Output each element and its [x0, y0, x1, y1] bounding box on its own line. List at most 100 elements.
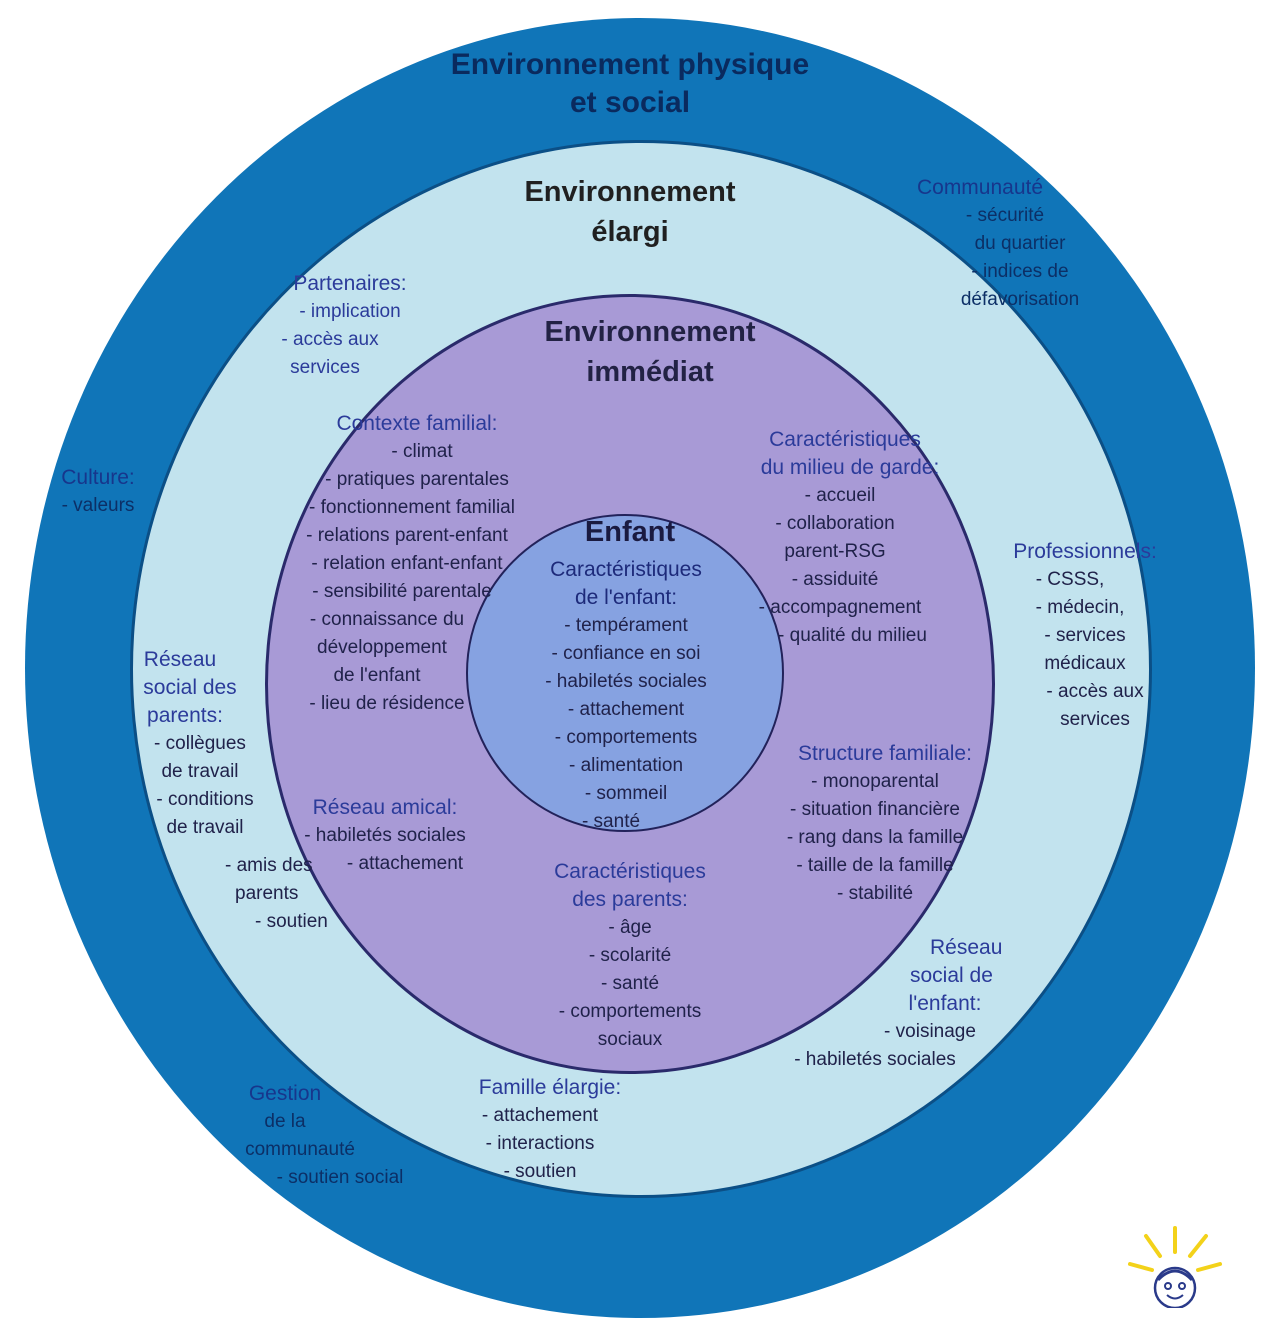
title-child: Enfant: [530, 514, 730, 550]
group-line: - voisinage: [884, 1021, 976, 1042]
group-communaute: Communauté - sécurité du quartier - indi…: [860, 174, 1180, 314]
title-line: élargi: [591, 216, 669, 248]
group-line: du quartier: [974, 233, 1066, 254]
group-line: - amis des: [225, 855, 313, 876]
group-line: - attachement: [346, 853, 464, 874]
group-line: - connaissance du: [309, 609, 465, 630]
group-line: développement: [317, 637, 447, 658]
group-heading: Réseau: [143, 648, 217, 671]
group-heading: Gestion: [248, 1082, 322, 1105]
title-line: et social: [569, 86, 691, 119]
group-line: - alimentation: [568, 755, 684, 776]
group-line: - rang dans la famille: [786, 827, 964, 848]
smiling-child-sun-icon: [1128, 1226, 1222, 1308]
group-heading: Réseau amical:: [312, 796, 458, 819]
group-line: défavorisation: [960, 289, 1080, 310]
group-line: - habiletés sociales: [304, 825, 466, 846]
title-line: immédiat: [586, 356, 714, 388]
group-line: social de: [910, 964, 993, 987]
group-famille-elargie: Famille élargie: - attachement - interac…: [430, 1074, 650, 1186]
group-structure-familiale: Structure familiale: - monoparental - si…: [760, 740, 990, 908]
group-line: médicaux: [1044, 653, 1126, 674]
ring-child: [466, 514, 784, 832]
group-reseau-parents: Réseau social des parents: - collègues d…: [115, 646, 328, 936]
group-line: - relations parent-enfant: [306, 525, 508, 546]
group-line: - sécurité: [965, 205, 1045, 226]
title-line: Enfant: [584, 516, 676, 548]
group-line: - climat: [391, 441, 453, 462]
group-line: - implication: [299, 301, 401, 322]
group-heading: Culture:: [61, 466, 135, 489]
group-child-characteristics: Caractéristiques de l'enfant: - tempéram…: [506, 556, 746, 836]
group-line: - scolarité: [588, 945, 672, 966]
group-line: - taille de la famille: [796, 855, 954, 876]
group-heading: Partenaires:: [293, 272, 407, 295]
group-reseau-amical: Réseau amical: - habiletés sociales - at…: [285, 794, 485, 878]
group-reseau-enfant: Réseau social de l'enfant: - voisinage -…: [760, 934, 1003, 1074]
title-extended: Environnement élargi: [470, 172, 790, 252]
group-line: - relation enfant-enfant: [311, 553, 503, 574]
group-line: - sommeil: [584, 783, 668, 804]
group-line: sociaux: [597, 1029, 663, 1050]
group-line: - tempérament: [564, 615, 688, 636]
group-line: social des: [143, 676, 237, 699]
group-line: - fonctionnement familial: [309, 497, 515, 518]
title-line: Environnement: [524, 176, 736, 208]
group-line: - santé: [581, 811, 641, 832]
group-professionnels: Professionnels: - CSSS, - médecin, - ser…: [990, 538, 1180, 734]
group-line: - santé: [600, 973, 660, 994]
group-line: - sensibilité parentale: [312, 581, 492, 602]
group-gestion: Gestion de la communauté - soutien socia…: [170, 1080, 470, 1192]
group-line: - confiance en soi: [551, 643, 701, 664]
group-line: - accompagnement: [758, 597, 922, 618]
group-heading: Réseau: [930, 936, 1003, 959]
group-line: - soutien: [255, 908, 328, 936]
group-line: - médecin,: [1035, 597, 1125, 618]
group-line: - soutien social: [276, 1167, 404, 1188]
group-line: [115, 842, 285, 852]
group-heading: Caractéristiques: [769, 428, 921, 451]
group-heading: Caractéristiques: [550, 558, 702, 581]
group-line: - services: [1044, 625, 1126, 646]
group-line: - qualité du milieu: [778, 625, 927, 646]
title-immediate: Environnement immédiat: [490, 312, 810, 392]
group-line: - attachement: [567, 699, 685, 720]
group-line: l'enfant:: [908, 992, 982, 1015]
group-line: du milieu de garde:: [760, 456, 940, 479]
group-line: services: [1060, 709, 1130, 730]
group-heading: Communauté: [916, 176, 1044, 199]
group-line: parent-RSG: [784, 541, 886, 562]
group-line: - accès aux: [281, 329, 379, 350]
group-partenaires: Partenaires: - implication - accès aux s…: [240, 270, 460, 382]
group-line: - interactions: [485, 1133, 595, 1154]
group-heading: Structure familiale:: [798, 742, 972, 765]
group-parents: Caractéristiques des parents: - âge - sc…: [520, 858, 740, 1054]
group-line: communauté: [245, 1139, 355, 1160]
group-line: - monoparental: [811, 771, 939, 792]
group-line: de la: [264, 1111, 306, 1132]
group-line: - comportements: [554, 727, 698, 748]
group-line: - habiletés sociales: [545, 671, 707, 692]
title-line: Environnement physique: [450, 48, 810, 81]
group-line: - accès aux: [1046, 681, 1144, 702]
group-line: - soutien: [503, 1161, 577, 1182]
group-line: - attachement: [481, 1105, 599, 1126]
title-line: Environnement: [544, 316, 756, 348]
group-line: - habiletés sociales: [794, 1049, 956, 1070]
group-line: - valeurs: [61, 495, 135, 516]
group-line: - conditions: [156, 789, 254, 810]
group-line: - collaboration: [775, 513, 895, 534]
group-line: - lieu de résidence: [309, 693, 465, 714]
group-line: - CSSS,: [1035, 569, 1105, 590]
group-line: - assiduité: [791, 569, 879, 590]
group-milieu-garde: Caractéristiques du milieu de garde: - a…: [720, 426, 980, 650]
group-line: - situation financière: [789, 799, 961, 820]
group-line: des parents:: [572, 888, 688, 911]
group-heading: Professionnels:: [1013, 540, 1157, 563]
group-line: - indices de: [971, 261, 1069, 282]
group-line: services: [290, 357, 360, 378]
group-line: - pratiques parentales: [325, 469, 509, 490]
title-physical-social: Environnement physique et social: [400, 46, 860, 122]
group-line: - collègues: [154, 733, 246, 754]
